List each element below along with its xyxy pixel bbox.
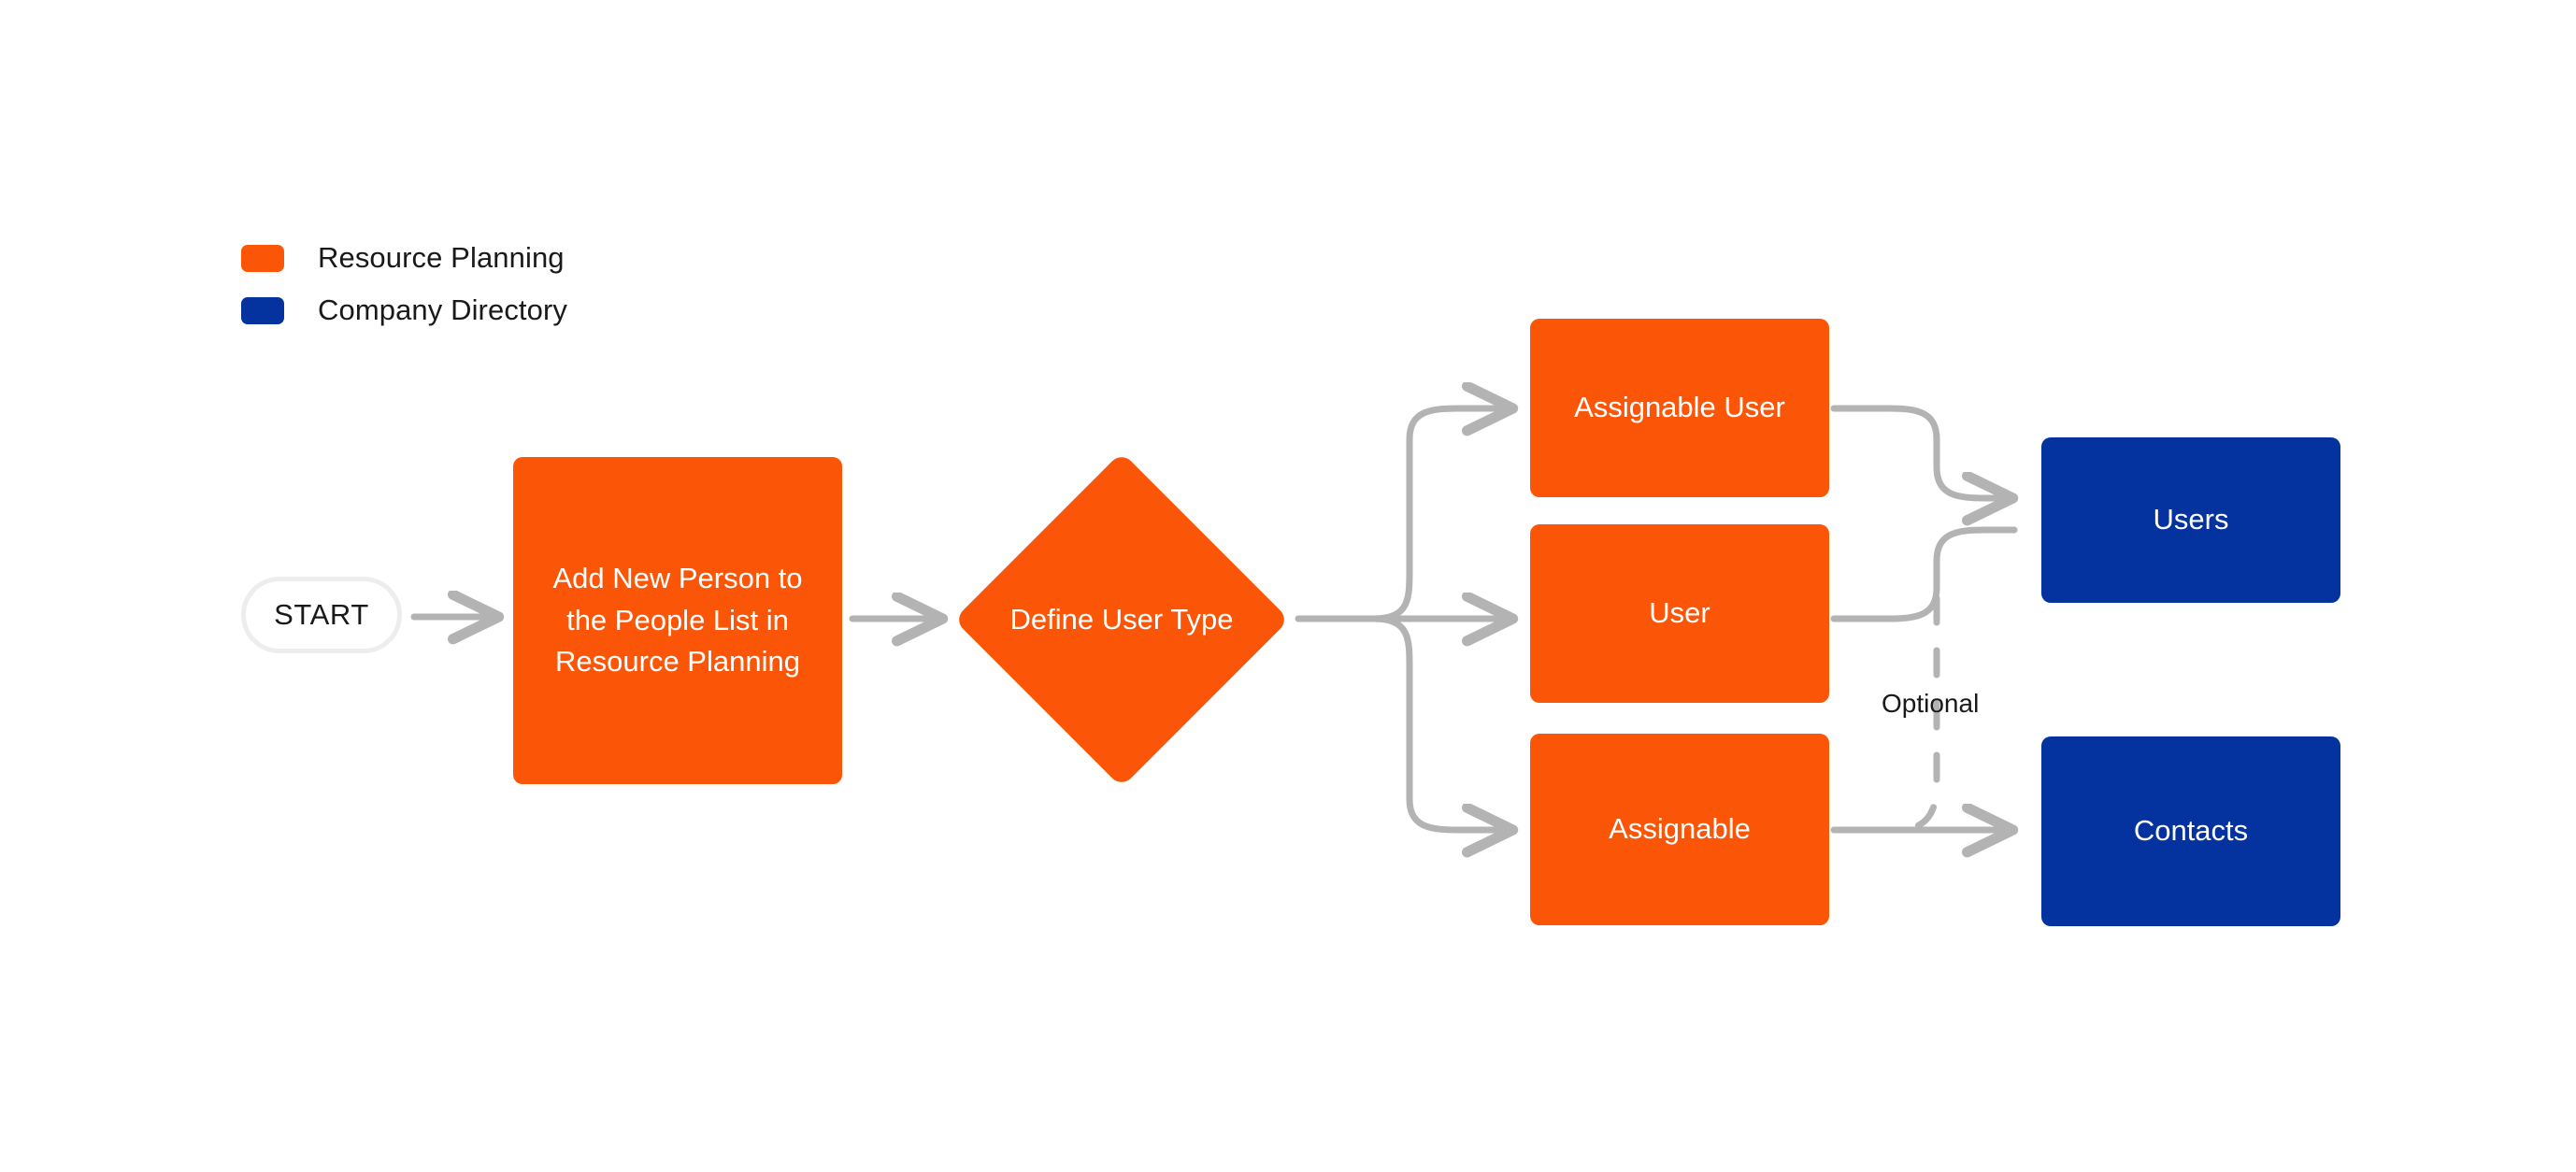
node-user-label: User	[1649, 596, 1710, 630]
edge-user-to-users	[1830, 526, 2018, 622]
node-define-user-type[interactable]: Define User Type	[953, 451, 1290, 788]
node-start[interactable]: START	[241, 577, 402, 653]
edge-define-to-assignable-user	[1370, 408, 1514, 622]
node-assignable[interactable]: Assignable	[1530, 734, 1829, 925]
node-define-user-type-label: Define User Type	[1009, 602, 1234, 636]
node-user[interactable]: User	[1530, 524, 1829, 703]
legend-swatch-icon-company-directory	[241, 296, 284, 324]
edge-label-optional: Optional	[1882, 689, 1980, 718]
node-assignable-user[interactable]: Assignable User	[1530, 319, 1829, 497]
node-assignable-label: Assignable	[1609, 812, 1751, 846]
edge-assignable-user-to-users	[1830, 405, 2014, 498]
node-add-new-person-label: Add New Person to the People List in Res…	[552, 561, 803, 679]
legend-item-company-directory: Company Directory	[241, 284, 567, 336]
legend: Resource Planning Company Directory	[241, 232, 567, 336]
node-users-label: Users	[2153, 503, 2229, 536]
legend-item-resource-planning: Resource Planning	[241, 232, 567, 284]
node-contacts-label: Contacts	[2133, 814, 2249, 848]
node-users[interactable]: Users	[2041, 437, 2340, 603]
node-start-label: START	[274, 598, 369, 631]
legend-label-company-directory: Company Directory	[318, 293, 568, 326]
node-add-new-person[interactable]: Add New Person to the People List in Res…	[513, 457, 842, 784]
legend-label-resource-planning: Resource Planning	[318, 241, 565, 274]
node-assignable-user-label: Assignable User	[1574, 391, 1785, 424]
edge-define-to-assignable	[1370, 615, 1514, 830]
legend-swatch-icon-resource-planning	[241, 244, 284, 272]
node-contacts[interactable]: Contacts	[2041, 736, 2340, 926]
